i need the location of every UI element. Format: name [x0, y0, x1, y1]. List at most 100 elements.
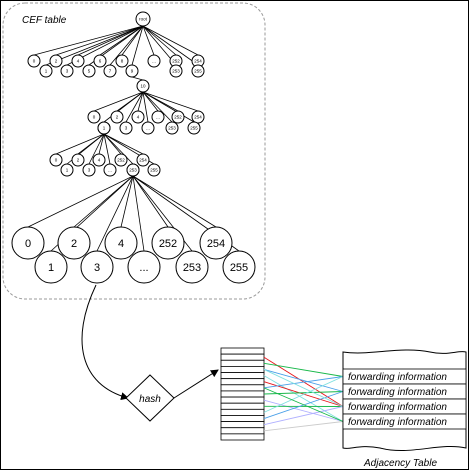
level1-edge: [142, 91, 149, 123]
level1-child-5: 254: [191, 110, 205, 124]
tree-node-circle: [34, 250, 68, 284]
root-level-edge: [142, 25, 177, 56]
tree-node-circle: [165, 121, 179, 135]
tree-node-label: 9: [131, 69, 134, 74]
tree-node-circle: [49, 54, 63, 68]
level1-child-7: 3: [119, 121, 133, 135]
hash-adjacency-link: [263, 421, 344, 432]
tree-node-circle: [104, 226, 138, 260]
hash-slot-table: [220, 347, 265, 441]
forwarding-row-box: [342, 413, 467, 430]
tree-node-label: ...: [156, 115, 160, 120]
root-level-edge: [45, 25, 144, 66]
tree-node-circle: [187, 121, 201, 135]
root-level-child-1: 2: [49, 54, 63, 68]
tree-node-label: 252: [159, 238, 177, 250]
tree-node-circle: [71, 54, 85, 68]
root-level-edge: [142, 25, 199, 56]
hash-adjacency-link: [263, 369, 344, 392]
tree-node-circle: [147, 163, 161, 177]
level2-edge: [88, 133, 105, 165]
tree-node-circle: [151, 110, 165, 124]
leaf-level-child-4: 254: [199, 226, 233, 260]
tree-node-circle: [82, 163, 96, 177]
leaf-level-child-0: 0: [11, 226, 45, 260]
tree-node-circle: [126, 163, 140, 177]
level2-child-1: 2: [71, 153, 85, 167]
hash-slot: [220, 415, 265, 423]
level2-child-6: 3: [82, 163, 96, 177]
root-level-child-14: 255: [191, 64, 205, 78]
level1-edge: [142, 91, 173, 123]
tree-node-label: 252: [117, 158, 125, 163]
level1-child-0: 0: [87, 110, 101, 124]
tree-node-circle: [191, 64, 205, 78]
level1-edge: [142, 91, 199, 112]
hash-slot: [220, 347, 265, 355]
tree-node-label: 0: [25, 238, 31, 250]
level1-child-1: 2: [110, 110, 124, 124]
tree-node-label: ...: [139, 262, 148, 274]
tree-node-label: 255: [190, 126, 198, 131]
level1-child-4: 252: [171, 110, 185, 124]
hash-slot: [220, 427, 265, 435]
leaf-level-edge: [132, 175, 145, 252]
root-level-parent: root: [135, 11, 151, 27]
level1-child-2: 4: [131, 110, 145, 124]
tree-node-label: 3: [88, 168, 91, 173]
tree-node-label: 253: [172, 69, 180, 74]
leaf-level-edge: [132, 175, 217, 228]
tree-node-label: 252: [172, 59, 180, 64]
tree-node-label: 255: [230, 262, 248, 274]
tree-node-circle: [93, 54, 107, 68]
tree-node-label: 0: [55, 158, 58, 163]
tree-node-label: ...: [146, 126, 150, 131]
tree-node-label: 4: [98, 158, 101, 163]
root-level-child-5: ...: [147, 54, 161, 68]
leaf-level-child-2: 4: [104, 226, 138, 260]
root-level-child-11: 7: [103, 64, 117, 78]
tree-node-circle: [136, 153, 150, 167]
level2-child-9: 255: [147, 163, 161, 177]
hash-adjacency-link: [263, 376, 344, 389]
tree-node-label: 254: [139, 158, 147, 163]
hash-adjacency-link: [263, 369, 344, 407]
root-level-child-2: 4: [71, 54, 85, 68]
hash-to-adjacency-links: [263, 356, 344, 432]
tree-node-label: 253: [129, 168, 137, 173]
tree-node-circle: [169, 64, 183, 78]
tree-node-label: 7: [109, 69, 112, 74]
tree-node-circle: [103, 163, 117, 177]
level2-edge: [103, 133, 134, 165]
tree-node-label: 2: [77, 158, 80, 163]
level2-child-2: 4: [92, 153, 106, 167]
tree-node-circle: [60, 64, 74, 78]
hash-slot: [220, 402, 265, 410]
tree-node-circle: [222, 250, 256, 284]
level1-edge: [142, 91, 159, 112]
root-level-edge: [131, 25, 144, 66]
tree-node-circle: [87, 110, 101, 124]
level2-edge: [103, 133, 111, 165]
tree-node-label: 253: [183, 262, 201, 274]
level1-child-3: ...: [151, 110, 165, 124]
leaf-level-child-3: 252: [151, 226, 185, 260]
level2-edge: [98, 133, 105, 155]
level2-child-3: 252: [114, 153, 128, 167]
level2-edge: [103, 133, 144, 155]
forwarding-row-label: forwarding information: [348, 402, 447, 413]
tree-node-circle: [27, 54, 41, 68]
leaf-level-edge: [96, 175, 134, 252]
level2-edge: [55, 133, 105, 155]
level1-parent: 10: [136, 79, 150, 93]
forwarding-row-label: forwarding information: [348, 387, 447, 398]
hash-slot: [220, 359, 265, 367]
tree-node-label: 3: [94, 262, 100, 274]
root-level-edge: [121, 25, 144, 56]
hash-slot: [220, 384, 265, 392]
root-level-child-4: 8: [115, 54, 129, 68]
tree-node-circle: [11, 226, 45, 260]
tree-node-label: 10: [140, 84, 146, 89]
leaf-level-child-9: 255: [222, 250, 256, 284]
